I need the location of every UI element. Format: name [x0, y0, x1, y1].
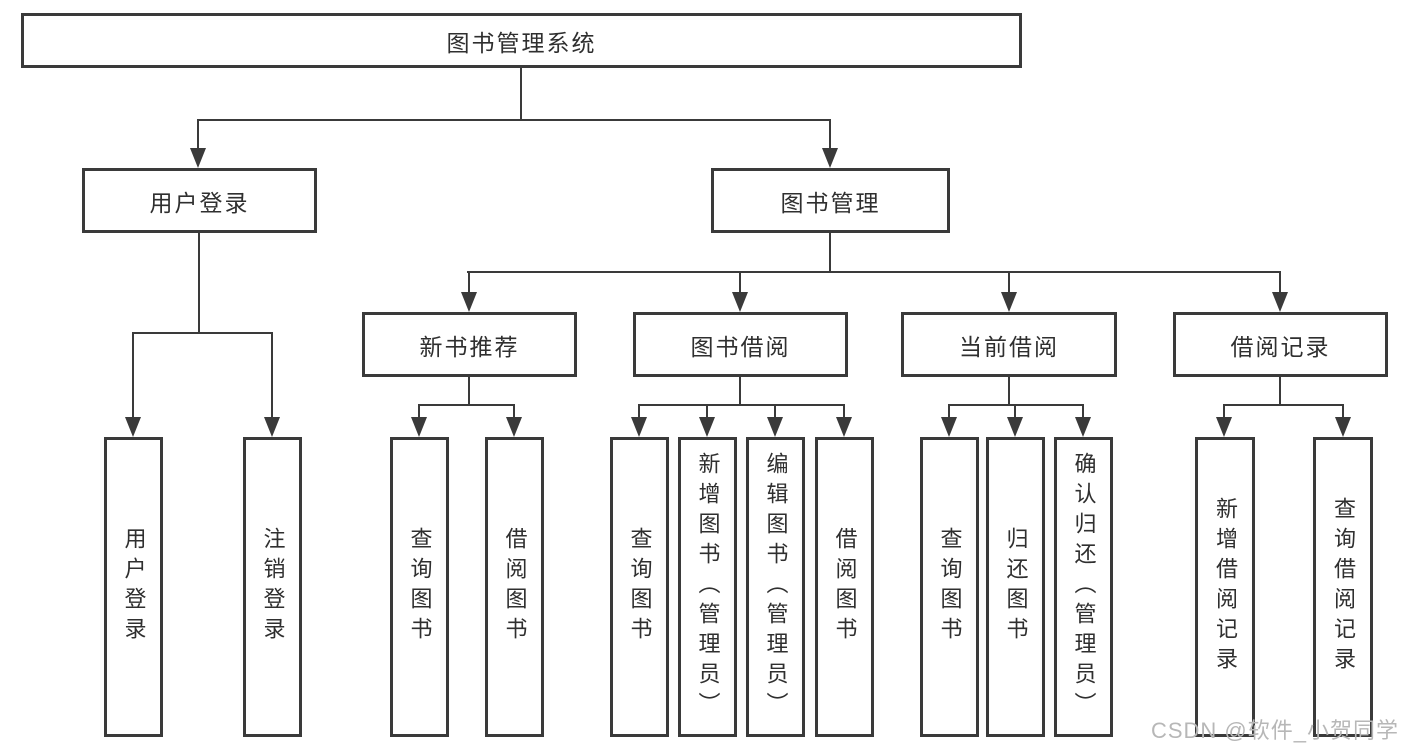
arrow-down-icon: [822, 148, 838, 168]
leaf-query-books-current: 查询图书: [920, 437, 979, 737]
arrow-down-icon: [699, 417, 715, 437]
connector-line: [829, 233, 831, 273]
arrow-down-icon: [836, 417, 852, 437]
arrow-down-icon: [1216, 417, 1232, 437]
leaf-confirm-return-admin-label: 确认归还（管理员）: [1071, 452, 1097, 722]
connector-line: [467, 271, 1281, 273]
leaf-user-login-label: 用户登录: [121, 527, 147, 647]
connector-line: [1223, 404, 1344, 406]
arrow-down-icon: [1007, 417, 1023, 437]
connector-line: [520, 68, 522, 120]
arrow-down-icon: [411, 417, 427, 437]
connector-line: [197, 119, 831, 121]
leaf-query-borrow-record: 查询借阅记录: [1313, 437, 1373, 737]
connector-line: [197, 119, 199, 152]
arrow-down-icon: [461, 292, 477, 312]
connector-line: [739, 271, 741, 296]
connector-line: [418, 404, 420, 421]
arrow-down-icon: [264, 417, 280, 437]
csdn-watermark: CSDN @软件_小贺同学: [1150, 718, 1399, 743]
leaf-edit-books-admin-label: 编辑图书（管理员）: [763, 452, 789, 722]
leaf-add-borrow-record: 新增借阅记录: [1195, 437, 1255, 737]
leaf-logout: 注销登录: [243, 437, 302, 737]
connector-line: [468, 377, 470, 406]
node-user-login-label: 用户登录: [149, 189, 250, 216]
node-root: 图书管理系统: [21, 13, 1022, 68]
arrow-down-icon: [190, 148, 206, 168]
connector-line: [1223, 404, 1225, 421]
leaf-add-books-admin-label: 新增图书（管理员）: [695, 452, 721, 722]
connector-line: [468, 271, 470, 296]
connector-line: [418, 404, 515, 406]
leaf-borrow-books: 借阅图书: [815, 437, 874, 737]
leaf-query-borrow-record-label: 查询借阅记录: [1331, 497, 1356, 677]
leaf-query-books-current-label: 查询图书: [937, 527, 963, 647]
node-new-book-recommend: 新书推荐: [362, 312, 577, 377]
leaf-query-books-recommend-label: 查询图书: [407, 527, 433, 647]
connector-line: [1014, 404, 1016, 421]
connector-line: [638, 404, 845, 406]
connector-line: [1008, 271, 1010, 296]
node-borrowing-records-label: 借阅记录: [1230, 333, 1331, 360]
leaf-add-borrow-record-label: 新增借阅记录: [1213, 497, 1238, 677]
connector-line: [948, 404, 1084, 406]
leaf-borrow-books-recommend-label: 借阅图书: [502, 527, 528, 647]
leaf-query-books-borrowing: 查询图书: [610, 437, 669, 737]
connector-line: [843, 404, 845, 421]
connector-line: [1342, 404, 1344, 421]
leaf-borrow-books-label: 借阅图书: [832, 527, 858, 647]
node-new-book-recommend-label: 新书推荐: [419, 333, 520, 360]
connector-line: [948, 404, 950, 421]
connector-line: [132, 332, 134, 421]
node-user-login: 用户登录: [82, 168, 317, 233]
connector-line: [1279, 271, 1281, 296]
connector-line: [271, 332, 273, 421]
arrow-down-icon: [506, 417, 522, 437]
connector-line: [513, 404, 515, 421]
connector-line: [739, 377, 741, 406]
arrow-down-icon: [1335, 417, 1351, 437]
node-book-borrowing-label: 图书借阅: [690, 333, 791, 360]
node-book-management: 图书管理: [711, 168, 950, 233]
arrow-down-icon: [732, 292, 748, 312]
leaf-user-login: 用户登录: [104, 437, 163, 737]
leaf-return-books-label: 归还图书: [1003, 527, 1029, 647]
connector-line: [774, 404, 776, 421]
leaf-borrow-books-recommend: 借阅图书: [485, 437, 544, 737]
arrow-down-icon: [767, 417, 783, 437]
node-borrowing-records: 借阅记录: [1173, 312, 1388, 377]
arrow-down-icon: [125, 417, 141, 437]
leaf-edit-books-admin: 编辑图书（管理员）: [746, 437, 805, 737]
node-book-borrowing: 图书借阅: [633, 312, 848, 377]
connector-line: [1082, 404, 1084, 421]
leaf-query-books-recommend: 查询图书: [390, 437, 449, 737]
connector-line: [829, 119, 831, 152]
arrow-down-icon: [941, 417, 957, 437]
leaf-confirm-return-admin: 确认归还（管理员）: [1054, 437, 1113, 737]
connector-line: [1008, 377, 1010, 406]
node-current-borrowing-label: 当前借阅: [959, 333, 1059, 360]
node-root-label: 图书管理系统: [446, 29, 597, 56]
leaf-query-books-borrowing-label: 查询图书: [627, 527, 653, 647]
leaf-add-books-admin: 新增图书（管理员）: [678, 437, 737, 737]
arrow-down-icon: [1075, 417, 1091, 437]
connector-line: [132, 332, 273, 334]
connector-line: [1279, 377, 1281, 406]
connector-line: [638, 404, 640, 421]
leaf-return-books: 归还图书: [986, 437, 1045, 737]
connector-line: [706, 404, 708, 421]
node-book-management-label: 图书管理: [780, 189, 881, 216]
node-current-borrowing: 当前借阅: [901, 312, 1117, 377]
arrow-down-icon: [1272, 292, 1288, 312]
arrow-down-icon: [1001, 292, 1017, 312]
connector-line: [198, 233, 200, 334]
arrow-down-icon: [631, 417, 647, 437]
leaf-logout-label: 注销登录: [260, 527, 286, 647]
